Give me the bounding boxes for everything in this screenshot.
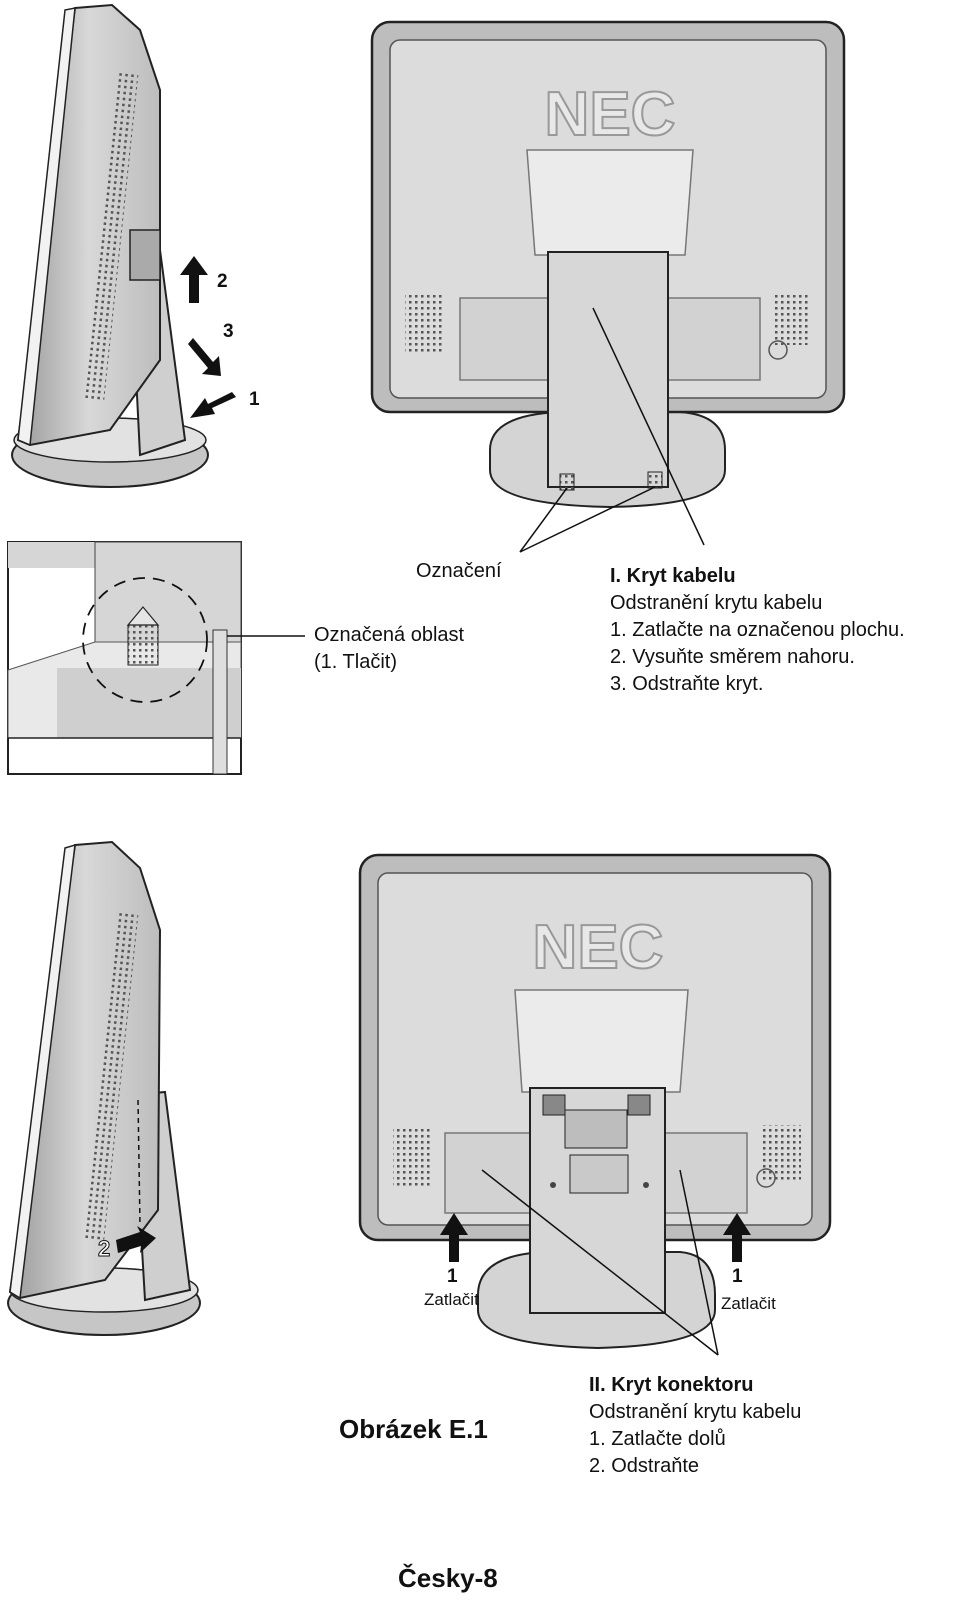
area-sublabel: (1. Tlačit) [314, 651, 397, 673]
step-label-1: 1 [249, 389, 260, 410]
marking-label: Označení [416, 560, 502, 582]
step-label-3: 3 [223, 321, 234, 342]
section2-title: II. Kryt konektoru [589, 1374, 754, 1396]
page-footer: Česky-8 [398, 1563, 498, 1593]
section1-step-2: 2. Vysuňte směrem nahoru. [610, 646, 855, 668]
push-number-right: 1 [732, 1266, 743, 1287]
section1-title: I. Kryt kabelu [610, 565, 736, 587]
section2-subtitle: Odstranění krytu kabelu [589, 1401, 802, 1423]
logo-nec-bottom: NEC [533, 913, 664, 982]
arrow-up-left-icon [440, 1213, 468, 1262]
area-label: Označená oblast [314, 624, 465, 646]
arrow-up-icon [180, 256, 208, 303]
logo-nec-top: NEC [545, 80, 676, 149]
section1-step-1: 1. Zatlačte na označenou plochu. [610, 619, 905, 641]
section1-block: I. Kryt kabelu Odstranění krytu kabelu 1… [610, 563, 905, 698]
push-label-left: Zatlačit [424, 1290, 479, 1309]
arrow-down-right-icon [188, 338, 221, 376]
side-step-label-2: 2 [97, 1236, 111, 1262]
rear-view-monitor-top: NEC [370, 20, 846, 509]
section2-block: II. Kryt konektoru Odstranění krytu kabe… [589, 1372, 801, 1480]
push-label-right: Zatlačit [721, 1294, 776, 1313]
side-view-monitor-bottom [7, 840, 201, 1336]
side-view-monitor-top [11, 3, 209, 488]
arrow-right-icon [116, 1226, 156, 1253]
section1-subtitle: Odstranění krytu kabelu [610, 592, 823, 614]
arrow-left-icon [190, 392, 236, 418]
step-label-2: 2 [217, 271, 228, 292]
rear-view-monitor-bottom: NEC [358, 853, 832, 1350]
figure-caption: Obrázek E.1 [339, 1414, 488, 1444]
section2-step-1: 1. Zatlačte dolů [589, 1428, 726, 1450]
detail-inset [7, 541, 242, 775]
arrow-up-right-icon [723, 1213, 751, 1262]
section2-step-2: 2. Odstraňte [589, 1455, 700, 1477]
section1-step-3: 3. Odstraňte kryt. [610, 673, 764, 695]
push-number-left: 1 [447, 1266, 458, 1287]
